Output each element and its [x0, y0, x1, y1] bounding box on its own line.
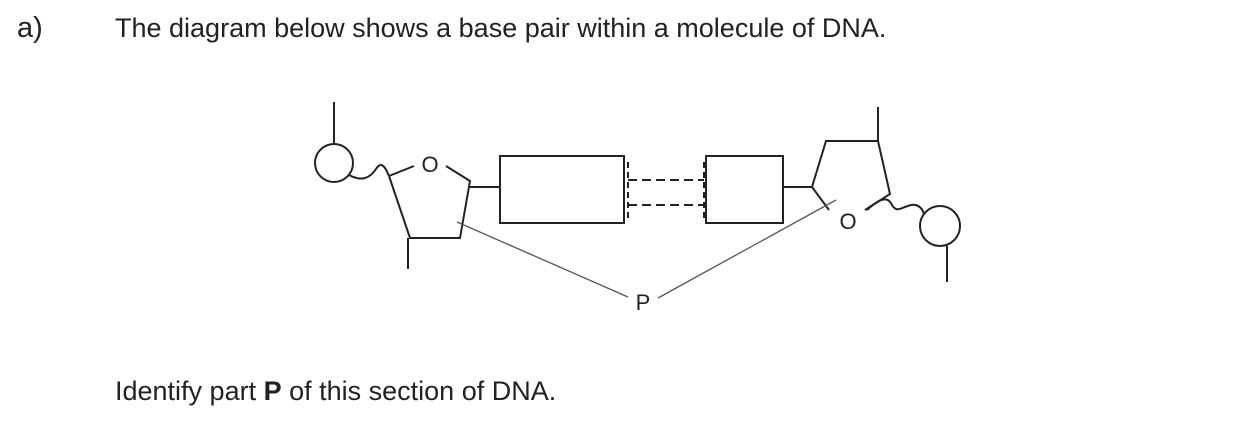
identify-prompt-after: of this section of DNA.	[281, 376, 557, 406]
identify-prompt-bold: P	[263, 376, 282, 406]
part-p-label: P	[636, 290, 651, 315]
right-phosphate-sugar-bond	[866, 198, 925, 215]
right-sugar-oxygen-label: O	[839, 209, 856, 234]
label-line-left	[456, 221, 629, 298]
label-line-right	[657, 199, 837, 299]
right-pentose-sugar-ring	[811, 140, 892, 211]
left-pentose-sugar-ring	[388, 165, 472, 239]
right-phosphate-circle	[919, 205, 961, 247]
left-sugar-oxygen-label: O	[421, 152, 438, 177]
question-number: a)	[17, 12, 43, 44]
left-phosphate-sugar-bond	[348, 164, 390, 180]
right-base-rectangle	[705, 155, 784, 224]
identify-prompt-before: Identify part	[115, 376, 264, 406]
question-text: The diagram below shows a base pair with…	[115, 13, 887, 43]
left-phosphate-circle	[314, 143, 354, 183]
identify-prompt: Identify part P of this section of DNA.	[115, 373, 556, 409]
left-base-rectangle	[499, 155, 625, 224]
